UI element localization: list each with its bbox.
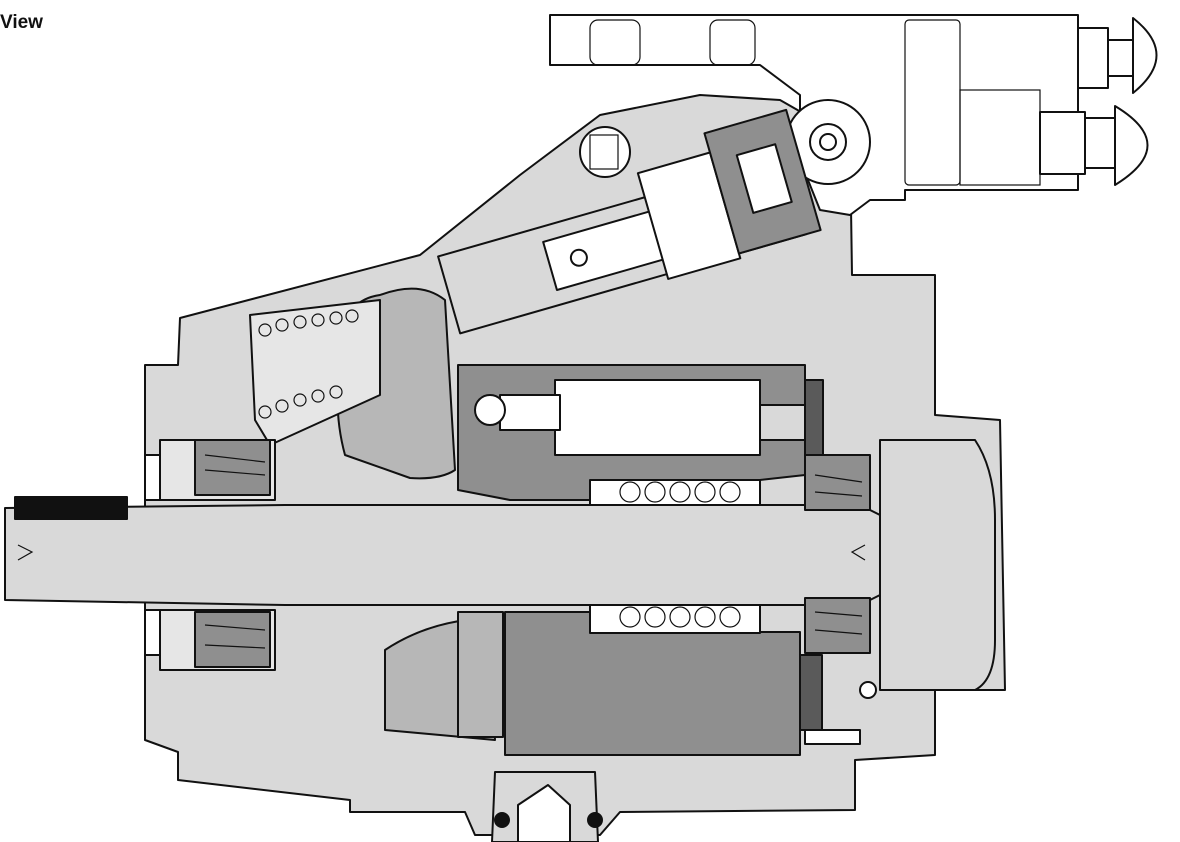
end-cap-screw [804, 729, 861, 745]
rear-bearing-upper [804, 454, 871, 511]
drain-seal-left [494, 812, 510, 828]
drive-shaft [4, 504, 891, 606]
shaft-spline [14, 496, 128, 520]
shaft-center-mark-left [17, 544, 34, 561]
barrel-springs-upper [589, 479, 761, 506]
control-piston-pin [569, 248, 588, 267]
return-springs [258, 309, 359, 419]
piston-lower-slipper [457, 611, 504, 738]
valve-slot-2 [709, 19, 756, 66]
end-cap-pin [859, 681, 877, 699]
control-piston-cap-inner [735, 143, 793, 214]
rear-bearing-lower [804, 597, 871, 654]
valve-plate-lower [799, 654, 823, 731]
return-spring-housing [249, 299, 381, 446]
valve-cap-lower-nut [1084, 117, 1116, 169]
piston-upper-ball [474, 394, 506, 426]
piston-upper-shoe [499, 394, 561, 431]
shaft-seal [144, 454, 161, 501]
valve-dome-lower [1114, 105, 1149, 186]
housing-port-insert [589, 134, 619, 170]
shaft-seal-lower [144, 609, 161, 656]
control-piston-assembly [437, 108, 822, 335]
valve-dome-upper [1132, 17, 1158, 94]
valve-slot-1 [589, 19, 641, 66]
front-bearing-lower [159, 609, 276, 671]
shaft-center-mark-right [850, 544, 866, 561]
drain-seal-right [587, 812, 603, 828]
barrel-springs-lower [589, 604, 761, 634]
port-plate-upper [759, 404, 806, 441]
piston-upper [554, 379, 761, 456]
drain-plug-insert [517, 784, 571, 842]
valve-cap-upper [1077, 27, 1109, 89]
view-label: View [0, 12, 43, 33]
valve-plate-upper [804, 379, 824, 456]
valve-slot-4 [959, 89, 1041, 186]
valve-spool-center [819, 133, 837, 151]
valve-cap-upper-nut [1107, 39, 1134, 77]
valve-cap-lower [1039, 111, 1086, 175]
front-bearing-upper [159, 439, 276, 501]
end-cap-port [879, 439, 996, 691]
